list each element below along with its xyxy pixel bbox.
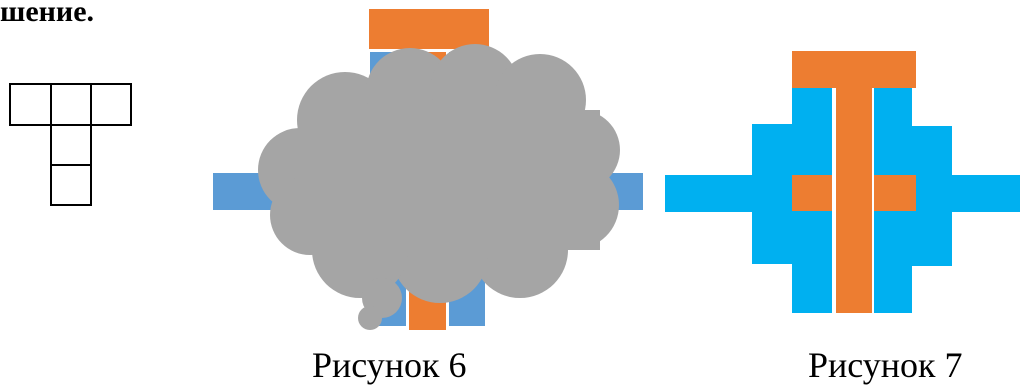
figure-6-caption: Рисунок 6 bbox=[312, 345, 467, 385]
figure-6 bbox=[213, 9, 643, 330]
fig7-top-bar bbox=[792, 51, 916, 88]
fig6-top-bar bbox=[369, 9, 489, 49]
fig7-left-wing bbox=[665, 175, 755, 212]
cloud-shape bbox=[258, 44, 620, 330]
fig7-cross-bar bbox=[792, 175, 916, 211]
net-square-bottom bbox=[50, 164, 92, 206]
heading-text: шение. bbox=[0, 0, 95, 28]
figure-7 bbox=[665, 51, 1020, 313]
fig7-right-outer bbox=[912, 126, 952, 266]
net-square-right bbox=[90, 83, 132, 126]
fig7-right-wing bbox=[950, 175, 1020, 212]
net-square-center bbox=[50, 83, 92, 126]
net-square-left bbox=[9, 83, 52, 126]
figure-7-caption: Рисунок 7 bbox=[808, 345, 963, 385]
fig7-left-outer bbox=[752, 124, 792, 264]
t-net-figure bbox=[9, 83, 132, 206]
net-square-middle bbox=[50, 124, 92, 166]
